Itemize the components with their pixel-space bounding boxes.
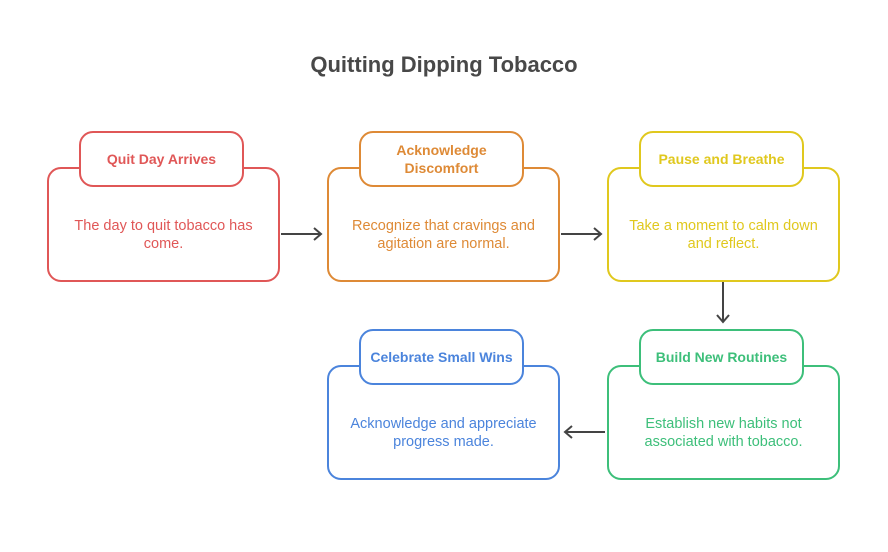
diagram-title: Quitting Dipping Tobacco — [310, 52, 578, 77]
arrow-step2-to-step3 — [561, 227, 603, 241]
step-heading: Quit Day Arrives — [79, 131, 244, 187]
step-acknowledge-discomfort: Acknowledge Discomfort Recognize that cr… — [327, 131, 560, 282]
arrow-step1-to-step2 — [281, 227, 323, 241]
step-description: Acknowledge and appreciate progress made… — [350, 416, 537, 450]
step-celebrate-small-wins: Celebrate Small Wins Acknowledge and app… — [327, 329, 560, 480]
step-pause-and-breathe: Pause and Breathe Take a moment to calm … — [607, 131, 840, 282]
step-heading: Build New Routines — [639, 329, 804, 385]
step-description: The day to quit tobacco has come. — [74, 218, 253, 252]
step-body-box — [327, 365, 560, 480]
step-body-box — [607, 365, 840, 480]
step-description: Take a moment to calm down and reflect. — [629, 218, 818, 252]
step-heading: Pause and Breathe — [639, 131, 804, 187]
step-heading: Celebrate Small Wins — [359, 329, 524, 385]
step-build-new-routines: Build New Routines Establish new habits … — [607, 329, 840, 480]
arrow-step3-to-step4 — [716, 282, 730, 324]
arrow-step4-to-step5 — [563, 425, 605, 439]
step-heading: Acknowledge Discomfort — [359, 131, 524, 187]
step-quit-day-arrives: Quit Day Arrives The day to quit tobacco… — [47, 131, 280, 282]
step-description: Recognize that cravings and agitation ar… — [352, 218, 535, 252]
step-description: Establish new habits not associated with… — [644, 416, 803, 450]
